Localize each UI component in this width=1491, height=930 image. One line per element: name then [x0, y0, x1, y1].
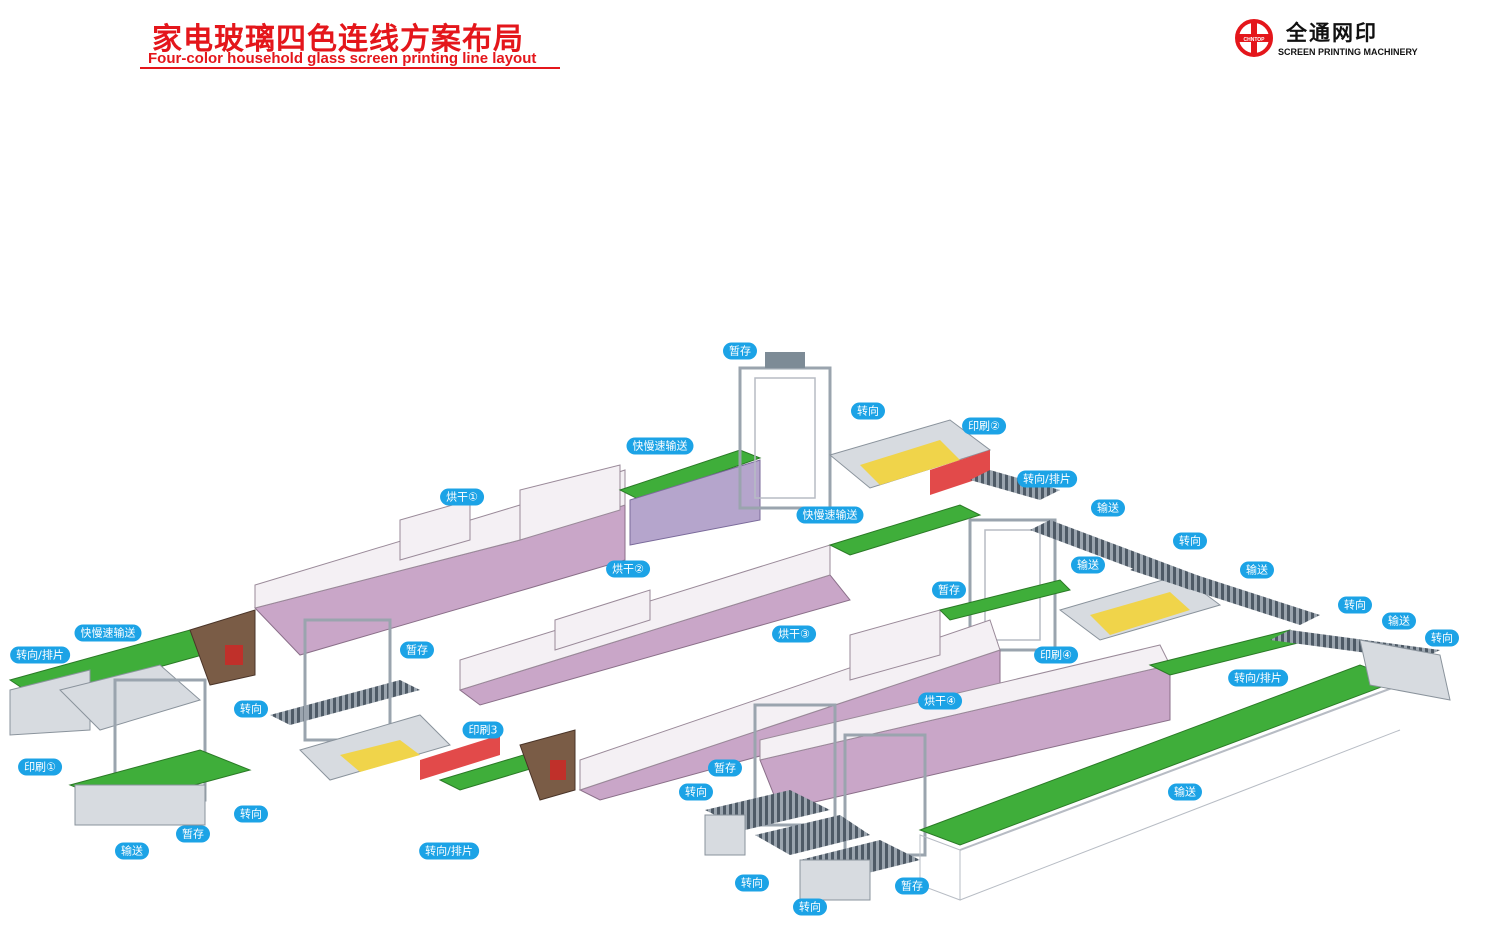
label-turn-left-2: 转向 — [234, 805, 268, 823]
label-convey-r2b: 输送 — [1240, 561, 1274, 579]
label-convey-r3: 输送 — [1382, 612, 1416, 630]
label-turn-bottom-1: 转向 — [679, 783, 713, 801]
label-printer-1: 印刷① — [18, 758, 62, 776]
label-turn-bottom-2: 转向 — [735, 874, 769, 892]
label-buffer-left: 暂存 — [400, 641, 434, 659]
label-printer-4: 印刷④ — [1034, 646, 1078, 664]
oven-4 — [759, 644, 1171, 811]
page-subtitle: Four-color household glass screen printi… — [148, 50, 537, 67]
conveyor-r3 — [939, 579, 1071, 621]
label-buffer-bottom: 暂存 — [708, 759, 742, 777]
logo-mark-text: CHNTOP — [1243, 37, 1265, 43]
printer-1-group — [8, 629, 252, 826]
label-convey-r1: 输送 — [1091, 499, 1125, 517]
printer-2 — [828, 419, 992, 495]
label-fast-slow-left: 快慢速输送 — [74, 624, 142, 642]
label-buffer-r3: 暂存 — [932, 581, 966, 599]
label-convey-left: 输送 — [115, 842, 149, 860]
label-turn-bottom-3: 转向 — [793, 898, 827, 916]
right-end-turn — [1359, 639, 1451, 701]
label-turn-r2: 转向 — [1173, 532, 1207, 550]
bottom-buffer-group — [704, 703, 927, 901]
brand-name: 全通网印 — [1286, 21, 1378, 45]
label-dryer-4: 烘干④ — [918, 692, 962, 710]
label-turn-sort-mid: 转向/排片 — [419, 842, 479, 860]
label-buffer-left-2: 暂存 — [176, 825, 210, 843]
brand-logo-icon: CHNTOP — [1235, 19, 1273, 57]
turn-conveyor-r1 — [970, 470, 1060, 500]
buffer-tower-top — [738, 352, 832, 510]
page-title: 家电玻璃四色连线方案布局 — [152, 22, 524, 57]
conveyor-fast-slow-mid — [828, 504, 982, 556]
label-turn-sort-left: 转向/排片 — [10, 646, 70, 664]
conveyor-r2-right — [1030, 520, 1320, 625]
label-printer-3: 印刷3 — [462, 721, 504, 739]
brand-tagline: SCREEN PRINTING MACHINERY — [1278, 47, 1418, 57]
label-turn-sort-r1: 转向/排片 — [1017, 470, 1077, 488]
label-dryer-1: 烘干① — [440, 488, 484, 506]
dryer-entry-left — [189, 609, 256, 686]
conveyor-fast-slow-top — [618, 449, 762, 546]
label-turn-mid: 转向 — [234, 700, 268, 718]
oven-1 — [254, 464, 626, 656]
label-turn-top: 转向 — [851, 402, 885, 420]
label-fast-slow-top: 快慢速输送 — [626, 437, 694, 455]
label-dryer-2: 烘干② — [606, 560, 650, 578]
oven-2 — [458, 544, 851, 706]
label-convey-long: 输送 — [1168, 783, 1202, 801]
label-turn-sort-r4: 转向/排片 — [1228, 669, 1288, 687]
printer-4 — [1058, 574, 1222, 641]
label-buffer-top: 暂存 — [723, 342, 757, 360]
label-turn-r4: 转向 — [1425, 629, 1459, 647]
label-convey-r2a: 输送 — [1071, 556, 1105, 574]
printer-3-group — [270, 618, 576, 801]
label-buffer-bottom-2: 暂存 — [895, 877, 929, 895]
label-turn-r3: 转向 — [1338, 596, 1372, 614]
title-underline — [140, 67, 560, 69]
label-fast-slow-mid: 快慢速输送 — [796, 506, 864, 524]
label-dryer-3: 烘干③ — [772, 625, 816, 643]
label-printer-2: 印刷② — [962, 417, 1006, 435]
